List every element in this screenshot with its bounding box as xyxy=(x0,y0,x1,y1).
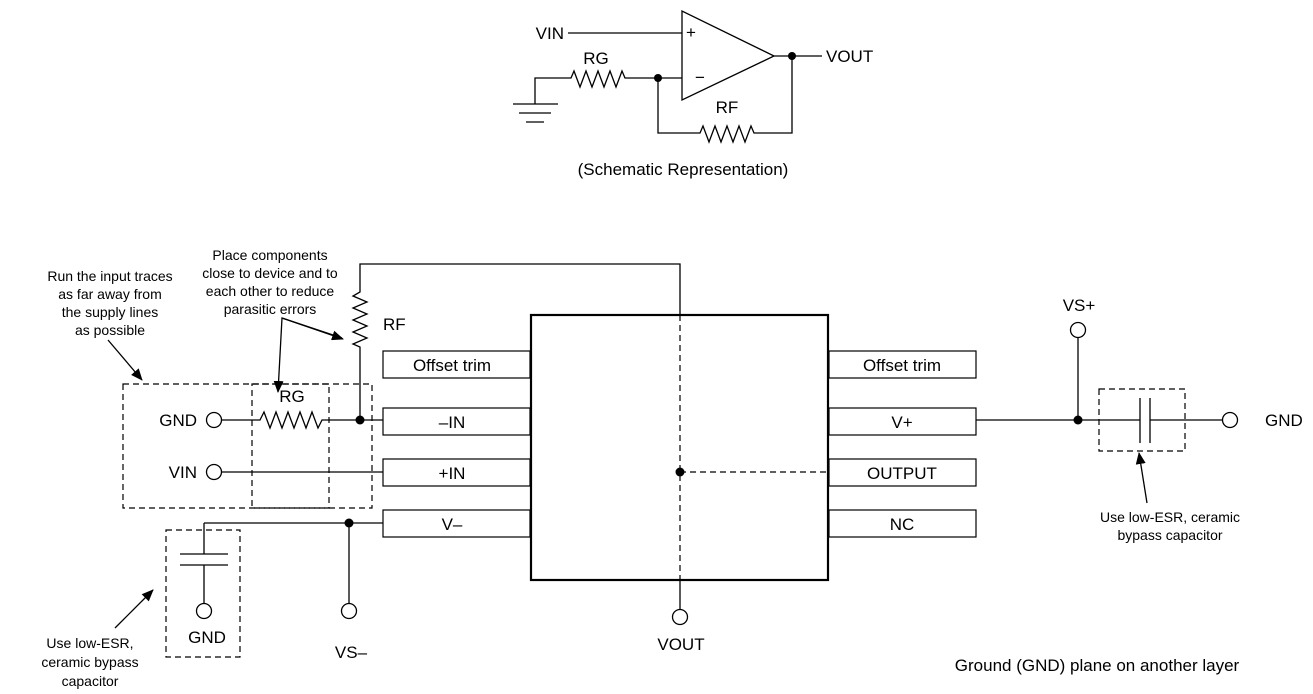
gnd-input-terminal xyxy=(205,411,223,429)
output-node xyxy=(675,467,685,477)
schematic-rg-label: RG xyxy=(583,49,609,68)
note-input-traces-line: as far away from xyxy=(58,286,161,302)
pin-negative-supply xyxy=(382,509,531,538)
vs-minus-terminal xyxy=(340,602,358,620)
vs-plus-terminal xyxy=(1069,321,1087,339)
schematic-rf-resistor xyxy=(657,56,793,144)
gnd-input-label: GND xyxy=(159,411,197,430)
gnd-bypass-label: GND xyxy=(188,628,226,647)
note-input-traces-line: as possible xyxy=(75,322,145,338)
rf-resistor-trace xyxy=(351,263,681,420)
note-bypass-right-line: bypass capacitor xyxy=(1117,527,1222,543)
layout-representation: Offset trim –IN +IN V– Offset trim V+ OU… xyxy=(41,247,1302,689)
rf-label: RF xyxy=(383,315,406,334)
pin-positive-supply xyxy=(828,407,977,436)
gnd-bypass-terminal xyxy=(195,602,213,620)
inverting-node xyxy=(355,415,365,425)
pin-label: OUTPUT xyxy=(867,464,937,483)
opamp-plus-sign: + xyxy=(686,23,696,42)
vs-minus-label: VS– xyxy=(335,643,368,662)
schematic-vout-label: VOUT xyxy=(826,47,873,66)
pin-label: –IN xyxy=(439,413,465,432)
pin-offset-trim-left xyxy=(382,350,531,379)
arrow-icon xyxy=(114,589,154,629)
pin-label: V– xyxy=(442,515,463,534)
note-place-components-line: Place components xyxy=(212,247,327,263)
note-place-components-line: parasitic errors xyxy=(224,301,317,317)
vout-terminal xyxy=(671,608,689,626)
schematic-vin-label: VIN xyxy=(536,24,564,43)
gnd-right-terminal xyxy=(1221,411,1239,429)
schematic-rf-label: RF xyxy=(716,98,739,117)
note-bypass-left-line: capacitor xyxy=(62,673,119,689)
rg-region xyxy=(251,383,330,509)
input-traces-region xyxy=(122,383,373,509)
vout-label: VOUT xyxy=(657,635,704,654)
pin-label: Offset trim xyxy=(413,356,491,375)
schematic-representation: + − VIN VOUT RG RF (Schematic Representa… xyxy=(513,9,873,179)
note-place-components-line: close to device and to xyxy=(202,265,338,281)
vs-plus-label: VS+ xyxy=(1063,296,1096,315)
pin-inverting-input xyxy=(382,407,531,436)
note-input-traces-line: Run the input traces xyxy=(47,268,172,284)
rg-label: RG xyxy=(279,387,305,406)
note-bypass-left-line: ceramic bypass xyxy=(41,654,138,670)
arrow-icon xyxy=(107,339,143,381)
pin-label: Offset trim xyxy=(863,356,941,375)
vin-label: VIN xyxy=(169,463,197,482)
opamp-minus-sign: − xyxy=(695,68,705,87)
arrow-icon xyxy=(273,317,343,393)
opamp-symbol xyxy=(681,9,776,102)
note-place-components-line: each other to reduce xyxy=(206,283,335,299)
arrow-icon xyxy=(1135,452,1148,504)
pin-noninverting-input xyxy=(382,458,531,487)
footer-note: Ground (GND) plane on another layer xyxy=(955,656,1240,675)
pin-output xyxy=(828,458,977,487)
note-input-traces-line: the supply lines xyxy=(62,304,159,320)
note-bypass-right-line: Use low-ESR, ceramic xyxy=(1100,509,1240,525)
rg-resistor-trace xyxy=(222,410,383,430)
pin-label: +IN xyxy=(439,464,466,483)
pin-nc xyxy=(828,509,977,538)
schematic-rg-resistor xyxy=(534,69,658,104)
gnd-right-label: GND xyxy=(1265,411,1303,430)
schematic-caption: (Schematic Representation) xyxy=(578,160,789,179)
pin-label: NC xyxy=(890,515,915,534)
pin-label: V+ xyxy=(891,413,912,432)
note-bypass-left-line: Use low-ESR, xyxy=(46,635,133,651)
pin-offset-trim-right xyxy=(828,350,977,379)
bypass-cap-right-region xyxy=(1098,388,1186,452)
vin-terminal xyxy=(205,463,223,481)
